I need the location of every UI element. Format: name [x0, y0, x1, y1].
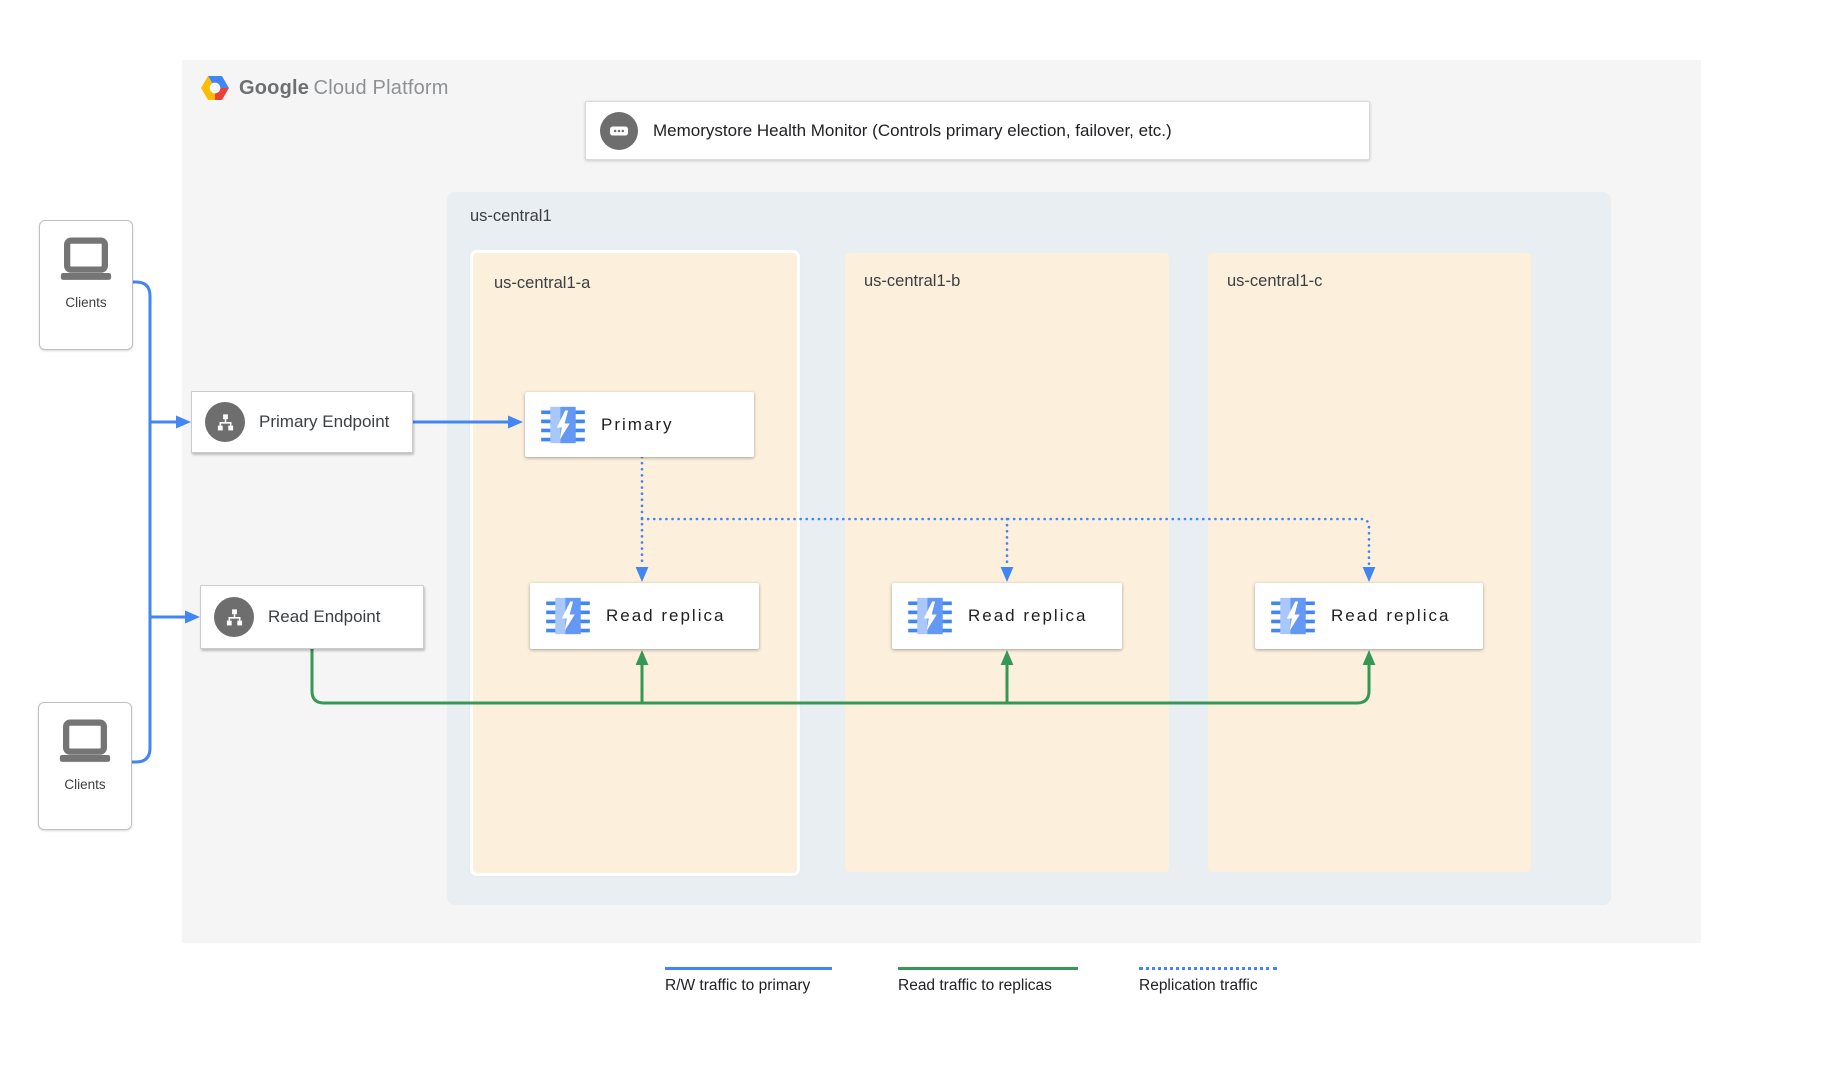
legend-label-replication-traffic: Replication traffic	[1139, 977, 1258, 994]
arrowhead-into-read-endpoint	[185, 610, 200, 624]
read-endpoint-trunk-line	[310, 649, 1371, 705]
primary-node-box: Primary	[525, 392, 754, 457]
read-replica-b-box: Read replica	[892, 583, 1122, 649]
memorystore-icon	[541, 406, 585, 443]
memorystore-icon	[908, 597, 952, 635]
legend-swatch-solid-green	[898, 967, 1078, 970]
clients-bottom-label: Clients	[64, 777, 106, 792]
read-endpoint-label: Read Endpoint	[268, 607, 381, 626]
region-label: us-central1	[470, 207, 552, 225]
read-replica-c-label: Read replica	[1331, 606, 1451, 625]
clients-top-label: Clients	[65, 295, 107, 310]
zone-us-central1-c	[1208, 253, 1531, 872]
read-replica-c-box: Read replica	[1255, 583, 1483, 649]
health-monitor-label: Memorystore Health Monitor (Controls pri…	[653, 120, 1172, 140]
legend-swatch-solid-blue	[665, 967, 832, 970]
memorystore-icon	[546, 597, 590, 635]
legend-label-rw-traffic: R/W traffic to primary	[665, 977, 811, 994]
clients-box-top: Clients	[39, 220, 133, 350]
zone-b-label: us-central1-b	[864, 272, 961, 290]
primary-endpoint-label: Primary Endpoint	[259, 412, 390, 431]
gcp-logo: Google Cloud Platform	[200, 75, 449, 101]
more-dots-icon	[610, 126, 628, 135]
read-traffic-lines	[310, 649, 1371, 705]
rw-traffic-arrowheads	[176, 415, 523, 624]
network-endpoint-icon	[214, 597, 254, 637]
read-endpoint-box: Read Endpoint	[200, 585, 424, 649]
arrowhead-into-replica-c-top	[1362, 567, 1376, 582]
network-endpoint-icon	[205, 402, 245, 442]
health-monitor-box: Memorystore Health Monitor (Controls pri…	[585, 101, 1370, 160]
rw-traffic-lines	[130, 280, 509, 764]
arrowhead-into-replica-b-bottom	[1000, 650, 1014, 665]
clients-trunk-line	[130, 280, 152, 764]
replication-arrowheads	[635, 567, 1376, 582]
primary-node-label: Primary	[601, 414, 674, 434]
primary-endpoint-box: Primary Endpoint	[191, 391, 413, 453]
arrowhead-into-replica-a-bottom	[635, 650, 649, 665]
sitemap-icon	[217, 413, 233, 430]
read-replica-a-label: Read replica	[606, 606, 726, 625]
zone-c-label: us-central1-c	[1227, 272, 1323, 290]
laptop-icon	[60, 237, 112, 280]
read-replica-a-box: Read replica	[530, 583, 759, 649]
zone-a-label: us-central1-a	[494, 274, 591, 292]
clients-box-bottom: Clients	[38, 702, 132, 830]
replication-traffic-lines	[640, 455, 1371, 568]
memorystore-monitor-icon	[600, 111, 638, 150]
read-replica-b-label: Read replica	[968, 606, 1088, 625]
logo-product-text: Cloud Platform	[313, 76, 449, 99]
read-traffic-arrowheads	[635, 650, 1376, 665]
gcp-hexagon-icon	[201, 76, 229, 100]
arrowhead-into-primary-node	[508, 415, 523, 429]
replication-horizontal-dotted	[640, 517, 1371, 568]
legend-item-rw-traffic: R/W traffic to primary	[665, 967, 832, 995]
arrowhead-into-primary-endpoint	[176, 415, 191, 429]
legend-item-replication-traffic: Replication traffic	[1139, 967, 1277, 995]
memorystore-icon	[1271, 597, 1315, 635]
logo-brand-text: Google	[239, 76, 310, 99]
laptop-icon	[59, 719, 111, 762]
legend-label-read-traffic: Read traffic to replicas	[898, 977, 1052, 994]
arrowhead-into-replica-c-bottom	[1362, 650, 1376, 665]
arrowhead-into-replica-b-top	[1000, 567, 1014, 582]
zone-us-central1-a	[473, 253, 797, 873]
legend-swatch-dotted-blue	[1139, 967, 1277, 970]
legend-item-read-traffic: Read traffic to replicas	[898, 967, 1078, 995]
sitemap-icon	[226, 608, 242, 625]
arrowhead-into-replica-a-top	[635, 567, 649, 582]
